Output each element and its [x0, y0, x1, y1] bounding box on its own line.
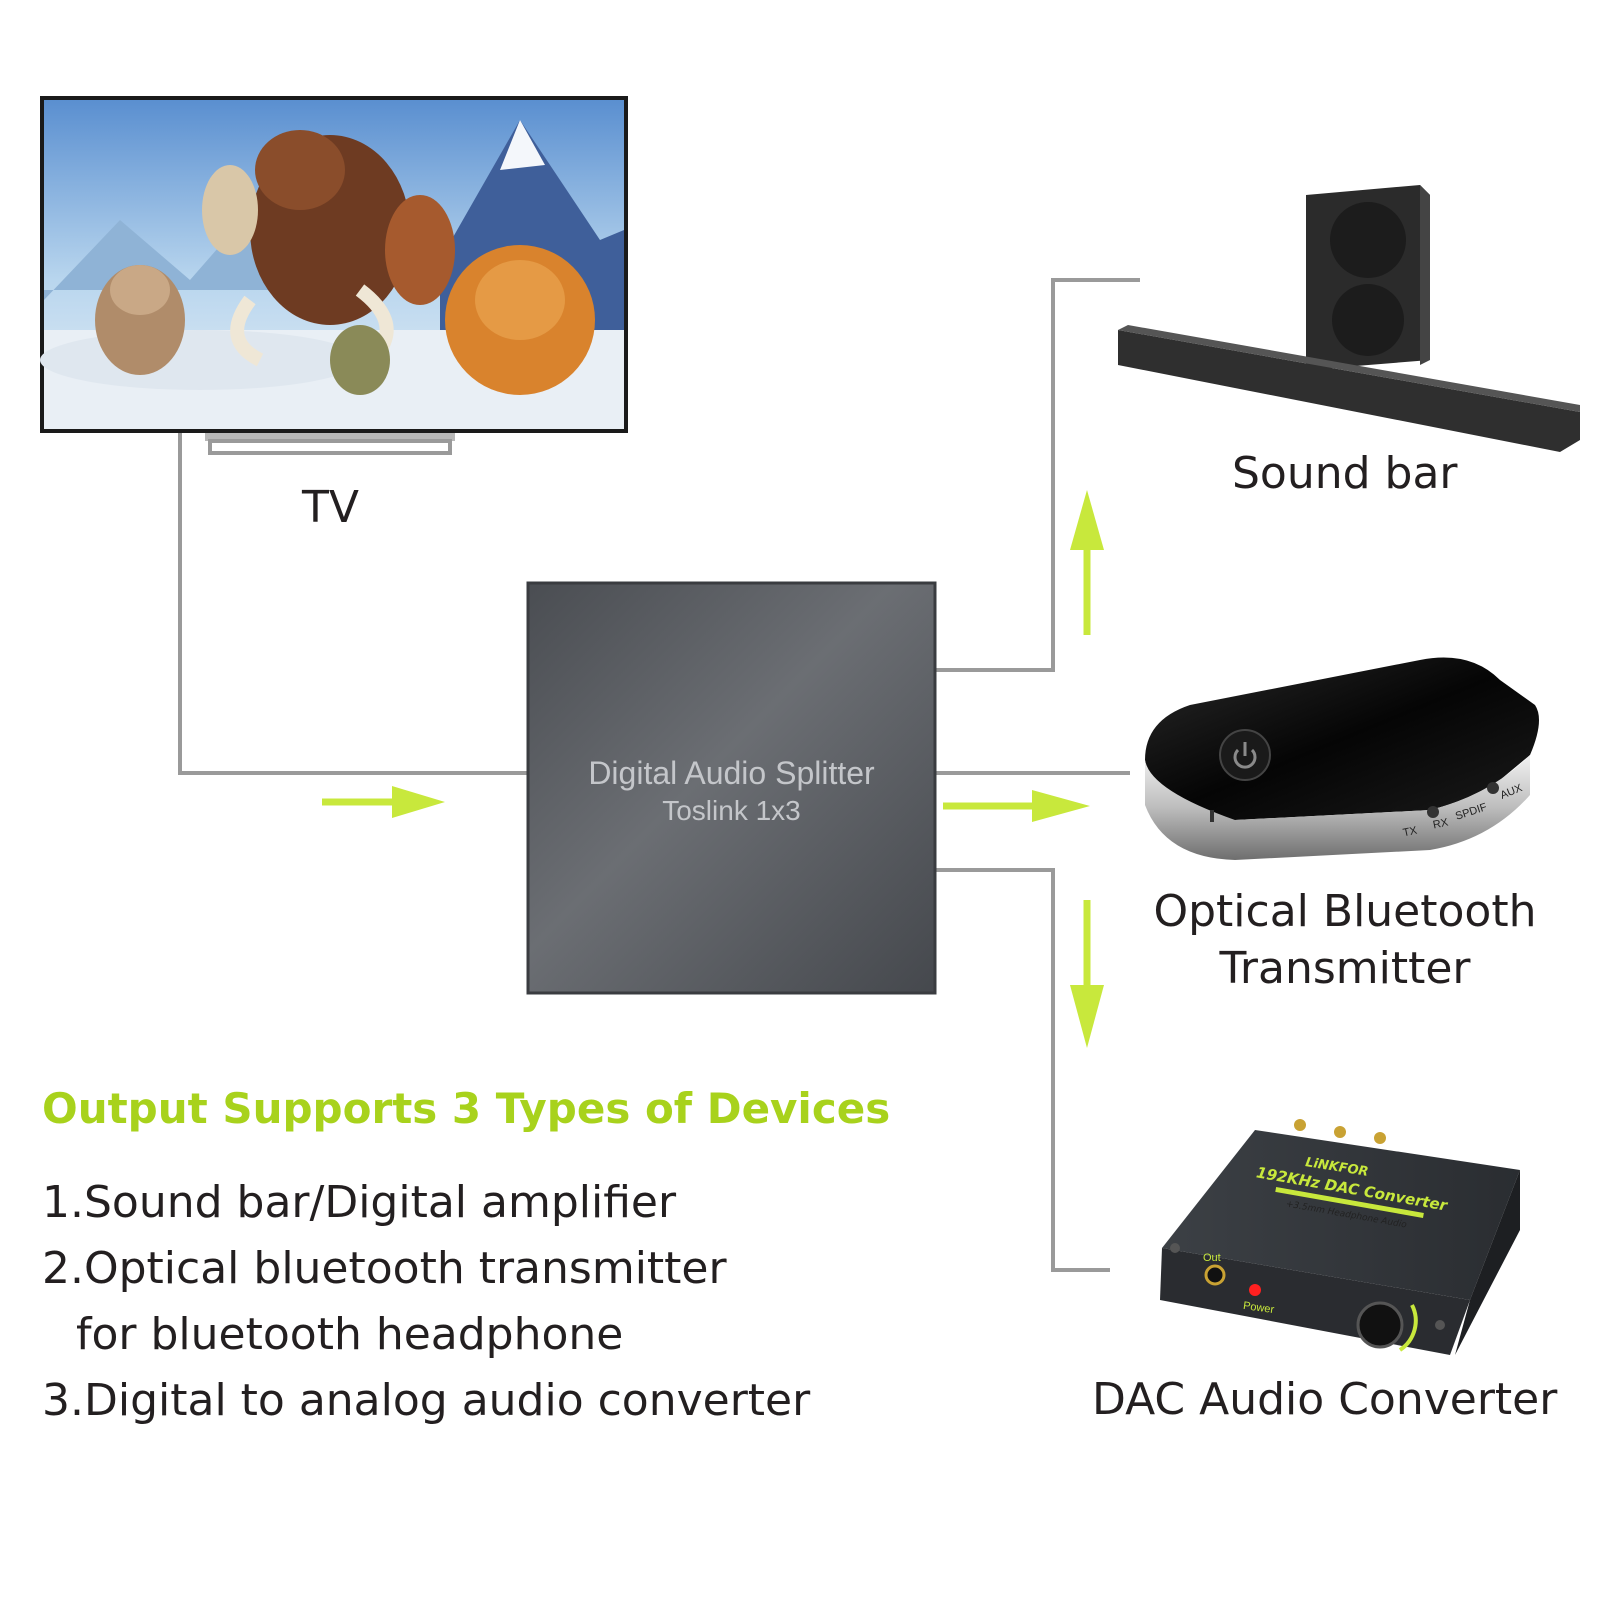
dac-image: [1160, 1119, 1520, 1355]
splitter-title: Digital Audio Splitter: [588, 755, 875, 791]
dac-out-label: Out: [1203, 1252, 1221, 1264]
tv-label: TV: [302, 482, 359, 533]
soundbar-image: [1118, 185, 1580, 452]
feature-item-3: 3.Digital to analog audio converter: [42, 1375, 811, 1426]
dac-label: DAC Audio Converter: [1092, 1374, 1558, 1425]
feature-item-2-continued: for bluetooth headphone: [76, 1309, 624, 1360]
tv-image: [40, 96, 628, 455]
bt-transmitter-image: [1145, 657, 1539, 860]
splitter-to-soundbar-cable: [935, 278, 1140, 672]
arrow-down-icon: [1070, 900, 1104, 1048]
feature-item-1: 1.Sound bar/Digital amplifier: [42, 1177, 677, 1228]
features-list: 1.Sound bar/Digital amplifier 2.Optical …: [42, 1170, 810, 1434]
soundbar-label: Sound bar: [1232, 448, 1458, 499]
bt-label-line1: Optical Bluetooth: [1153, 886, 1537, 937]
arrow-up-icon: [1070, 490, 1104, 635]
arrow-right-icon: [322, 786, 445, 818]
cables: [178, 278, 1140, 1272]
bt-label-line2: Transmitter: [1219, 943, 1471, 994]
features-heading: Output Supports 3 Types of Devices: [42, 1084, 891, 1133]
splitter-subtitle: Toslink 1x3: [662, 795, 801, 826]
splitter-device: [526, 581, 937, 995]
power-icon: [1233, 742, 1257, 769]
arrow-right-icon: [943, 790, 1090, 822]
feature-item-2: 2.Optical bluetooth transmitter: [42, 1243, 727, 1294]
splitter-to-dac-cable: [935, 868, 1110, 1272]
tv-to-splitter-cable: [178, 430, 528, 775]
